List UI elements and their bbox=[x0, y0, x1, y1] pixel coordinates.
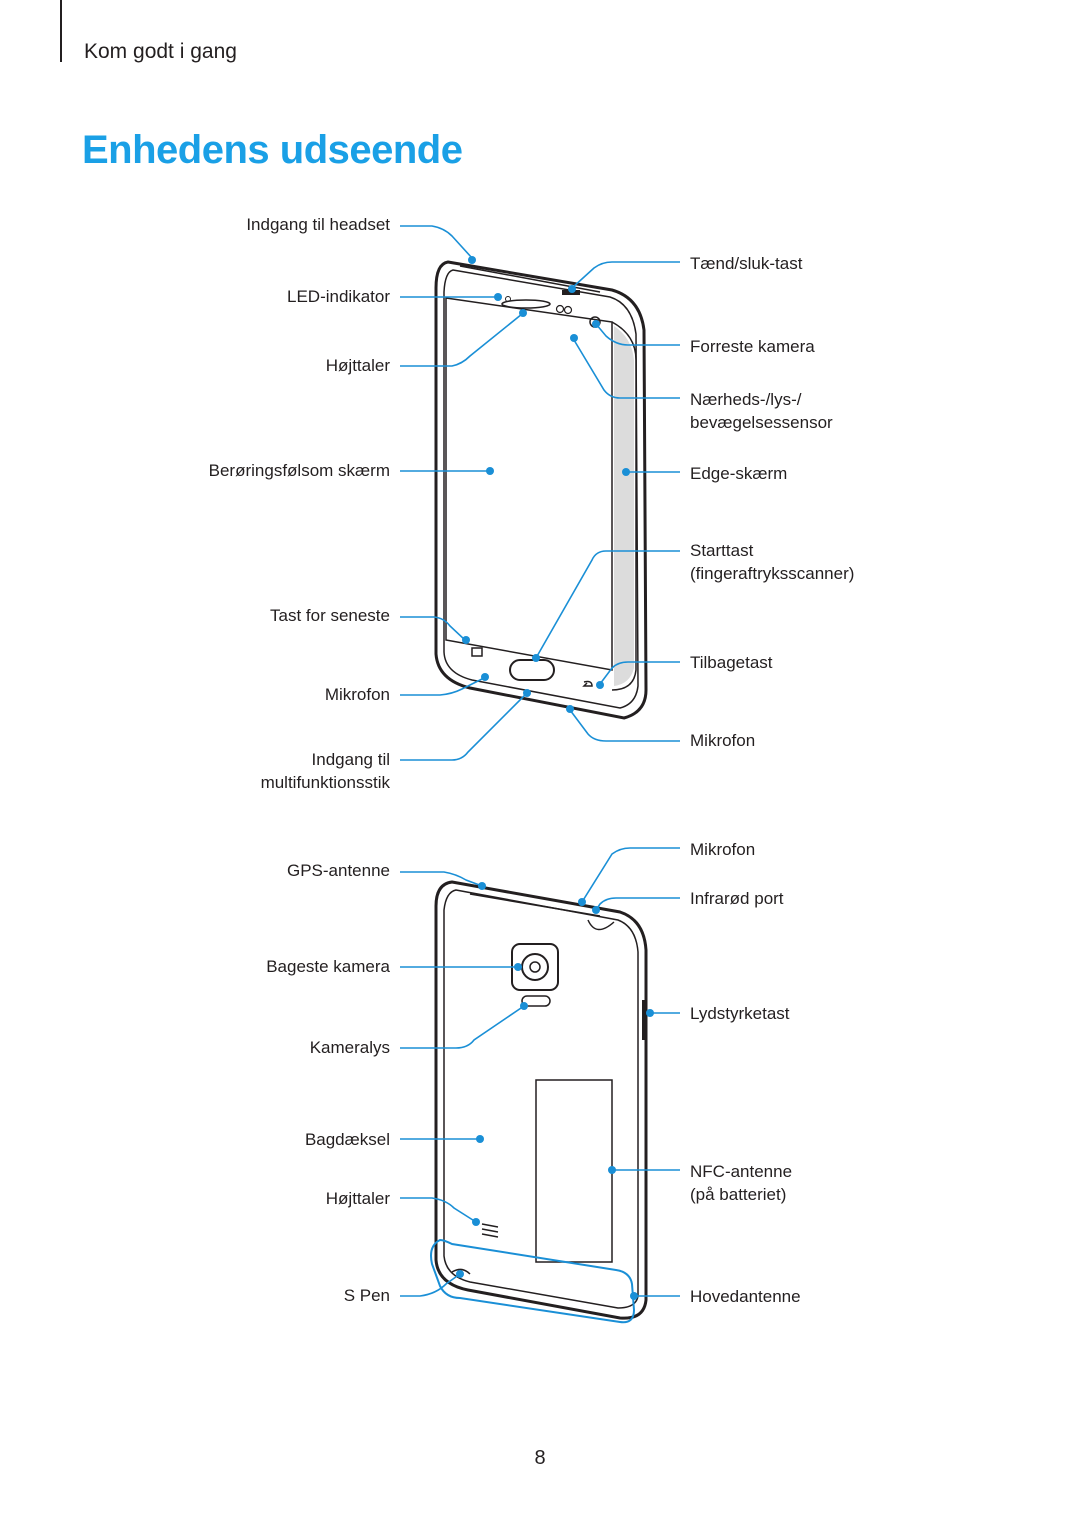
recent-key-icon bbox=[471, 647, 483, 657]
callout-home bbox=[535, 550, 680, 659]
label-rear-camera: Bageste kamera bbox=[266, 957, 390, 976]
volume-key-shape bbox=[642, 1000, 647, 1040]
callout-multipurpose bbox=[400, 693, 527, 761]
callout-dots-front-right bbox=[532, 285, 630, 713]
callout-headset bbox=[400, 225, 473, 259]
label-speaker-rear: Højttaler bbox=[325, 1189, 390, 1208]
label-front-camera: Forreste kamera bbox=[690, 337, 815, 356]
label-touchscreen: Berøringsfølsom skærm bbox=[208, 461, 390, 480]
callout-dots-front-left bbox=[462, 256, 531, 697]
callout-speaker-rear bbox=[400, 1197, 477, 1223]
back-key-icon bbox=[582, 680, 593, 687]
label-gps-antenna: GPS-antenne bbox=[286, 861, 390, 880]
callouts-front-right bbox=[535, 261, 680, 742]
label-ir-port: Infrarød port bbox=[690, 889, 784, 908]
callout-mic-left bbox=[400, 677, 485, 696]
callout-spen bbox=[400, 1273, 461, 1297]
label-speaker-front: Højttaler bbox=[325, 356, 390, 375]
label-power-key: Tænd/sluk-tast bbox=[690, 254, 803, 273]
home-button-shape bbox=[509, 659, 555, 681]
label-sensor-2: bevægelsessensor bbox=[690, 413, 833, 432]
rear-device bbox=[434, 880, 648, 1320]
rear-camera-lens bbox=[529, 961, 541, 973]
callout-back bbox=[599, 661, 680, 685]
ir-port-notch bbox=[587, 919, 615, 931]
front-screen bbox=[445, 297, 613, 671]
label-mic-bottom: Mikrofon bbox=[690, 731, 756, 750]
section-header: Kom godt i gang bbox=[84, 40, 237, 63]
front-inner-outline bbox=[443, 269, 639, 709]
main-antenna-outline bbox=[430, 1238, 636, 1324]
rear-body-outline bbox=[434, 880, 648, 1320]
led-dot bbox=[505, 296, 511, 302]
front-device bbox=[434, 260, 648, 720]
label-recent-key: Tast for seneste bbox=[269, 606, 390, 625]
callout-recent bbox=[400, 616, 466, 641]
rear-inner-outline bbox=[443, 889, 639, 1309]
flash-shape bbox=[521, 995, 551, 1007]
callout-sensor bbox=[573, 339, 680, 399]
rear-camera-ring bbox=[521, 953, 549, 981]
callout-gps bbox=[400, 871, 483, 887]
sensor-dot-2 bbox=[563, 305, 573, 315]
callout-ir bbox=[595, 897, 680, 911]
edge-screen-curve bbox=[611, 321, 637, 691]
callout-power bbox=[571, 261, 680, 289]
callouts-front-left bbox=[400, 225, 527, 761]
label-home-key-2: (fingeraftryksscanner) bbox=[690, 564, 855, 583]
callout-mic-top bbox=[581, 847, 680, 903]
label-volume-key: Lydstyrketast bbox=[690, 1004, 790, 1023]
label-nfc-1: NFC-antenne bbox=[690, 1162, 793, 1181]
callout-front-camera bbox=[595, 323, 680, 346]
front-speaker-grille bbox=[501, 299, 551, 309]
page-title: Enhedens udseende bbox=[82, 128, 463, 172]
edge-screen-shade bbox=[614, 326, 634, 686]
sensor-dot-1 bbox=[555, 304, 565, 314]
label-flash: Kameralys bbox=[309, 1038, 390, 1057]
callout-speaker-front bbox=[400, 313, 523, 367]
front-body-outline bbox=[434, 260, 648, 720]
rear-top-edge bbox=[469, 893, 601, 917]
callouts-rear bbox=[400, 847, 680, 1297]
front-top-edge bbox=[459, 265, 601, 293]
label-led-indicator: LED-indikator bbox=[287, 287, 390, 306]
label-mic-top: Mikrofon bbox=[690, 840, 756, 859]
page-number: 8 bbox=[534, 1447, 546, 1469]
callout-mic-bottom bbox=[569, 709, 680, 742]
label-back-key: Tilbagetast bbox=[690, 653, 773, 672]
header-rule bbox=[60, 0, 62, 62]
nfc-area bbox=[535, 1079, 613, 1263]
label-edge-screen: Edge-skærm bbox=[690, 464, 788, 483]
label-multipurpose-1: Indgang til bbox=[311, 750, 390, 769]
callout-dots-rear bbox=[456, 882, 654, 1300]
label-mic-left: Mikrofon bbox=[324, 685, 390, 704]
label-main-antenna: Hovedantenne bbox=[690, 1287, 801, 1306]
label-multipurpose-2: multifunktionsstik bbox=[260, 773, 390, 792]
callout-flash bbox=[400, 1005, 525, 1049]
label-back-cover: Bagdæksel bbox=[304, 1130, 390, 1149]
label-spen: S Pen bbox=[343, 1286, 390, 1305]
label-home-key-1: Starttast bbox=[690, 541, 754, 560]
rear-speaker-grille bbox=[481, 1223, 499, 1238]
label-nfc-2: (på batteriet) bbox=[690, 1185, 787, 1204]
spen-notch bbox=[451, 1268, 471, 1275]
label-headset-jack: Indgang til headset bbox=[246, 215, 390, 234]
label-sensor-1: Nærheds-/lys-/ bbox=[690, 390, 802, 409]
